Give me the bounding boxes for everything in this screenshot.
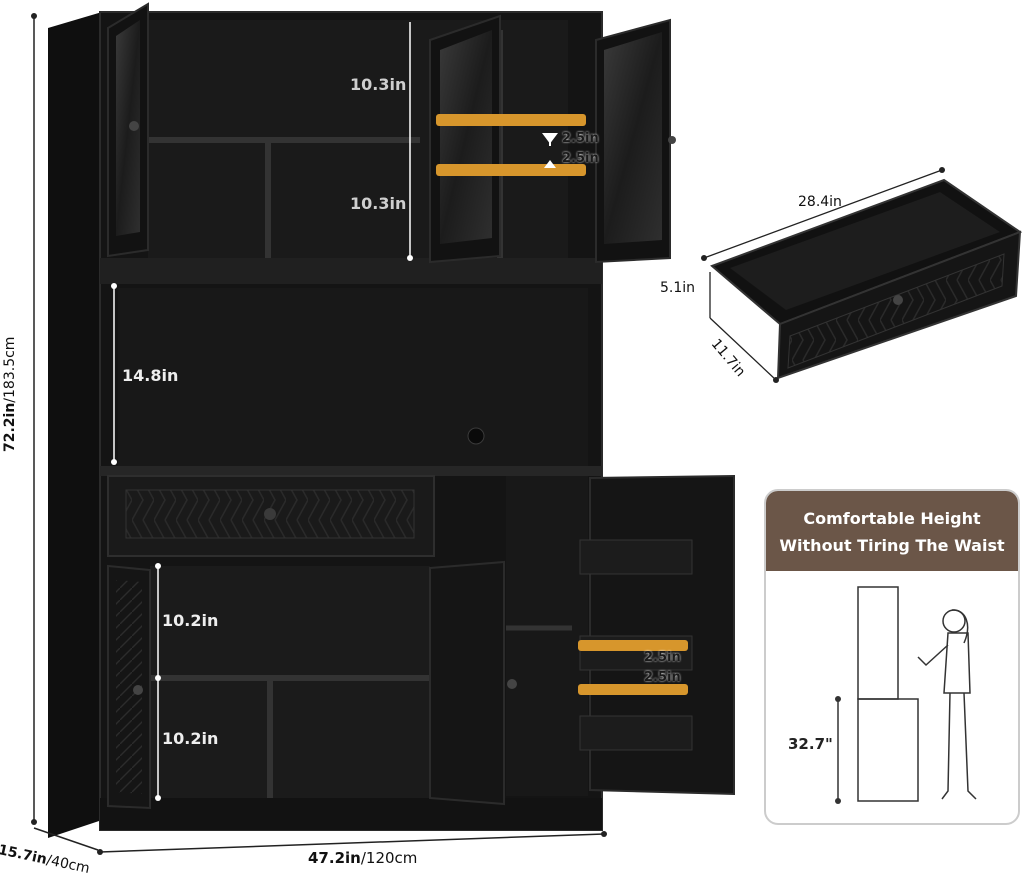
- woman-figure-icon: [917, 609, 977, 800]
- upper-shelf-adjust-down-label: 2.5in: [562, 151, 599, 166]
- lower-bottom-height-label: 10.2in: [162, 729, 219, 748]
- total-height-in: 72.2in: [2, 402, 18, 452]
- comfort-height-card: Comfortable Height Without Tiring The Wa…: [764, 489, 1020, 825]
- drawer-height-label: 5.1in: [660, 280, 696, 296]
- door-rack-adjust-down-label: 2.5in: [644, 670, 681, 685]
- drawer-width-label: 28.4in: [798, 194, 842, 210]
- cabinet-side-panel: [48, 12, 102, 838]
- cable-hole: [467, 427, 485, 445]
- comfort-card-title-2: Without Tiring The Waist: [779, 536, 1005, 555]
- total-height-label: 72.2in/183.5cm: [2, 337, 18, 452]
- comfort-card-title-1: Comfortable Height: [803, 509, 981, 528]
- drawer-knob: [264, 508, 276, 520]
- total-height-cm: /183.5cm: [2, 336, 18, 403]
- upper-top-height-label: 10.3in: [350, 75, 407, 94]
- comfort-card-header: Comfortable Height Without Tiring The Wa…: [766, 491, 1018, 571]
- width-label: 47.2in/120cm: [308, 849, 417, 867]
- open-shelf-height-label: 14.8in: [122, 366, 179, 385]
- lower-top-height-label: 10.2in: [162, 611, 219, 630]
- width-cm: /120cm: [360, 849, 418, 867]
- comfort-height-value: 32.7": [788, 735, 833, 753]
- door-rack-adjust-up-label: 2.5in: [644, 650, 681, 665]
- upper-bottom-height-label: 10.3in: [350, 194, 407, 213]
- width-in: 47.2in: [308, 849, 361, 867]
- upper-shelf-adjust-up-label: 2.5in: [562, 131, 599, 146]
- comfort-height-illustration: [835, 586, 977, 804]
- lower-middle-door: [429, 560, 505, 806]
